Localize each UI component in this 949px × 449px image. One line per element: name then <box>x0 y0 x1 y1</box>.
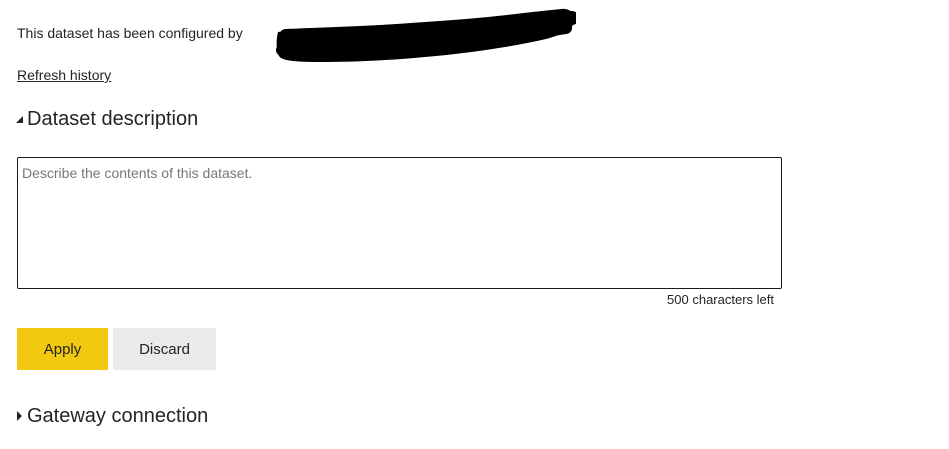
dataset-description-header[interactable]: Dataset description <box>12 106 198 132</box>
refresh-history-link[interactable]: Refresh history <box>17 67 112 83</box>
dataset-description-title: Dataset description <box>27 108 199 130</box>
apply-button[interactable]: Apply <box>17 328 108 370</box>
redacted-owner-name <box>276 8 576 63</box>
configured-by-text: This dataset has been configured by <box>17 25 243 41</box>
caret-down-icon <box>12 106 26 132</box>
gateway-connection-header[interactable]: Gateway connection <box>12 403 208 429</box>
caret-right-icon <box>12 403 26 429</box>
dataset-description-input[interactable] <box>17 157 782 289</box>
gateway-connection-title: Gateway connection <box>27 405 209 427</box>
characters-left-counter: 500 characters left <box>667 292 774 307</box>
discard-button[interactable]: Discard <box>113 328 216 370</box>
